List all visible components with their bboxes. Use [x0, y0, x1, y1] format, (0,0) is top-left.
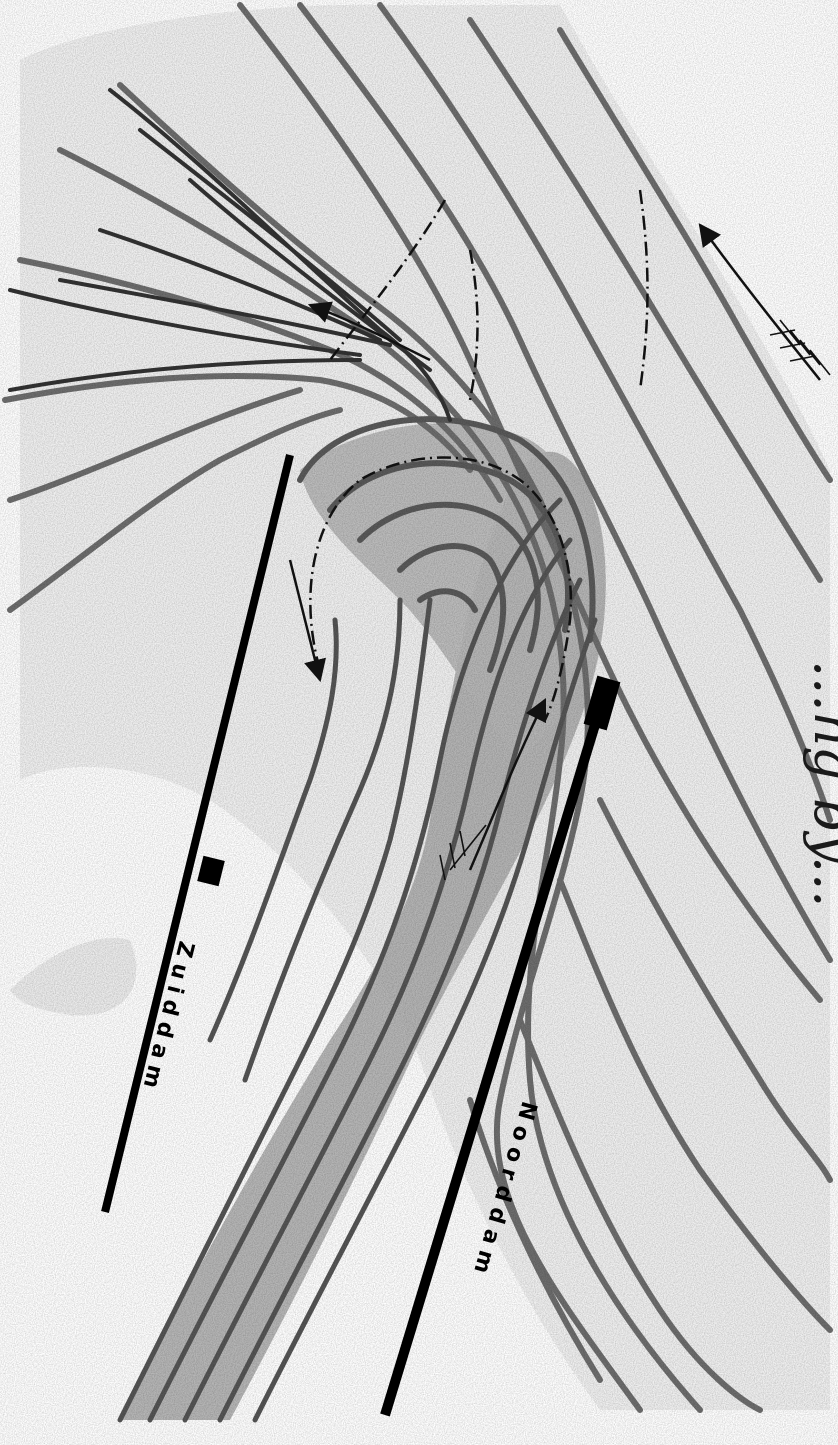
partial-caption-group: ...ng by...	[802, 660, 838, 907]
partial-caption: ...ng by...	[802, 660, 838, 907]
